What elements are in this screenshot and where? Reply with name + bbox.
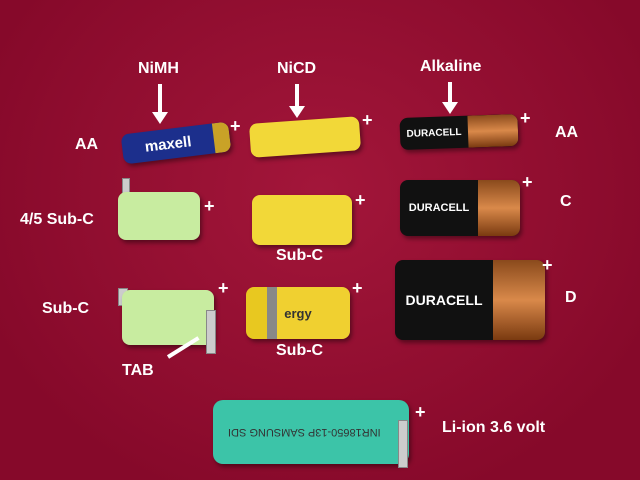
label-sub-c-bottom: Sub-C: [276, 342, 324, 359]
label-sub-c-left: Sub-C: [42, 300, 90, 317]
label-c: C: [560, 193, 572, 210]
battery-brand: DURACELL: [406, 126, 462, 140]
plus-sign: +: [218, 278, 229, 298]
battery-li-ion-18650: INR18650-13P SAMSUNG SDI: [213, 400, 409, 464]
battery-4-5-sub-c: [118, 192, 200, 240]
battery-alkaline-c: DURACELL: [400, 180, 520, 236]
battery-cap: [478, 180, 520, 236]
solder-tab: [398, 420, 408, 468]
plus-sign: +: [230, 116, 241, 136]
battery-brand: DURACELL: [408, 202, 470, 214]
label-nimh: NiMH: [138, 60, 179, 77]
label-tab: TAB: [122, 362, 154, 379]
battery-cap: [493, 260, 545, 340]
label-alkaline: Alkaline: [420, 58, 482, 75]
battery-alkaline-aa: DURACELL: [399, 113, 519, 151]
label-sub-c-mid: Sub-C: [276, 247, 324, 264]
plus-sign: +: [355, 190, 366, 210]
plus-sign: +: [362, 110, 373, 130]
plus-sign: +: [522, 172, 533, 192]
battery-sub-c-energy: ergy: [246, 287, 350, 339]
battery-sub-c-yellow: [252, 195, 352, 245]
label-4-5-sub-c: 4/5 Sub-C: [20, 211, 94, 228]
battery-cap: [467, 113, 519, 148]
battery-cap: [211, 121, 232, 154]
battery-model: INR18650-13P SAMSUNG SDI: [227, 426, 381, 438]
label-aa-left: AA: [75, 136, 99, 153]
label-aa-right: AA: [555, 124, 579, 141]
plus-sign: +: [204, 196, 215, 216]
label-d: D: [565, 289, 577, 306]
battery-alkaline-d: DURACELL: [395, 260, 545, 340]
plus-sign: +: [352, 278, 363, 298]
arrow-down-icon: [442, 82, 458, 114]
plus-sign: +: [520, 108, 531, 128]
battery-brand: ergy: [284, 305, 312, 321]
battery-brand: DURACELL: [405, 292, 483, 308]
solder-tab: [206, 310, 216, 354]
battery-brand: maxell: [143, 132, 193, 156]
label-li-ion: Li-ion 3.6 volt: [442, 419, 546, 436]
arrow-down-icon: [152, 84, 168, 124]
battery-nimh-aa: maxell: [120, 121, 232, 165]
plus-sign: +: [415, 402, 426, 422]
label-nicd: NiCD: [277, 60, 317, 77]
battery-sub-c-green: [122, 290, 214, 345]
arrow-down-icon: [289, 84, 305, 118]
battery-nicd-aa: [248, 116, 362, 158]
plus-sign: +: [542, 255, 553, 275]
